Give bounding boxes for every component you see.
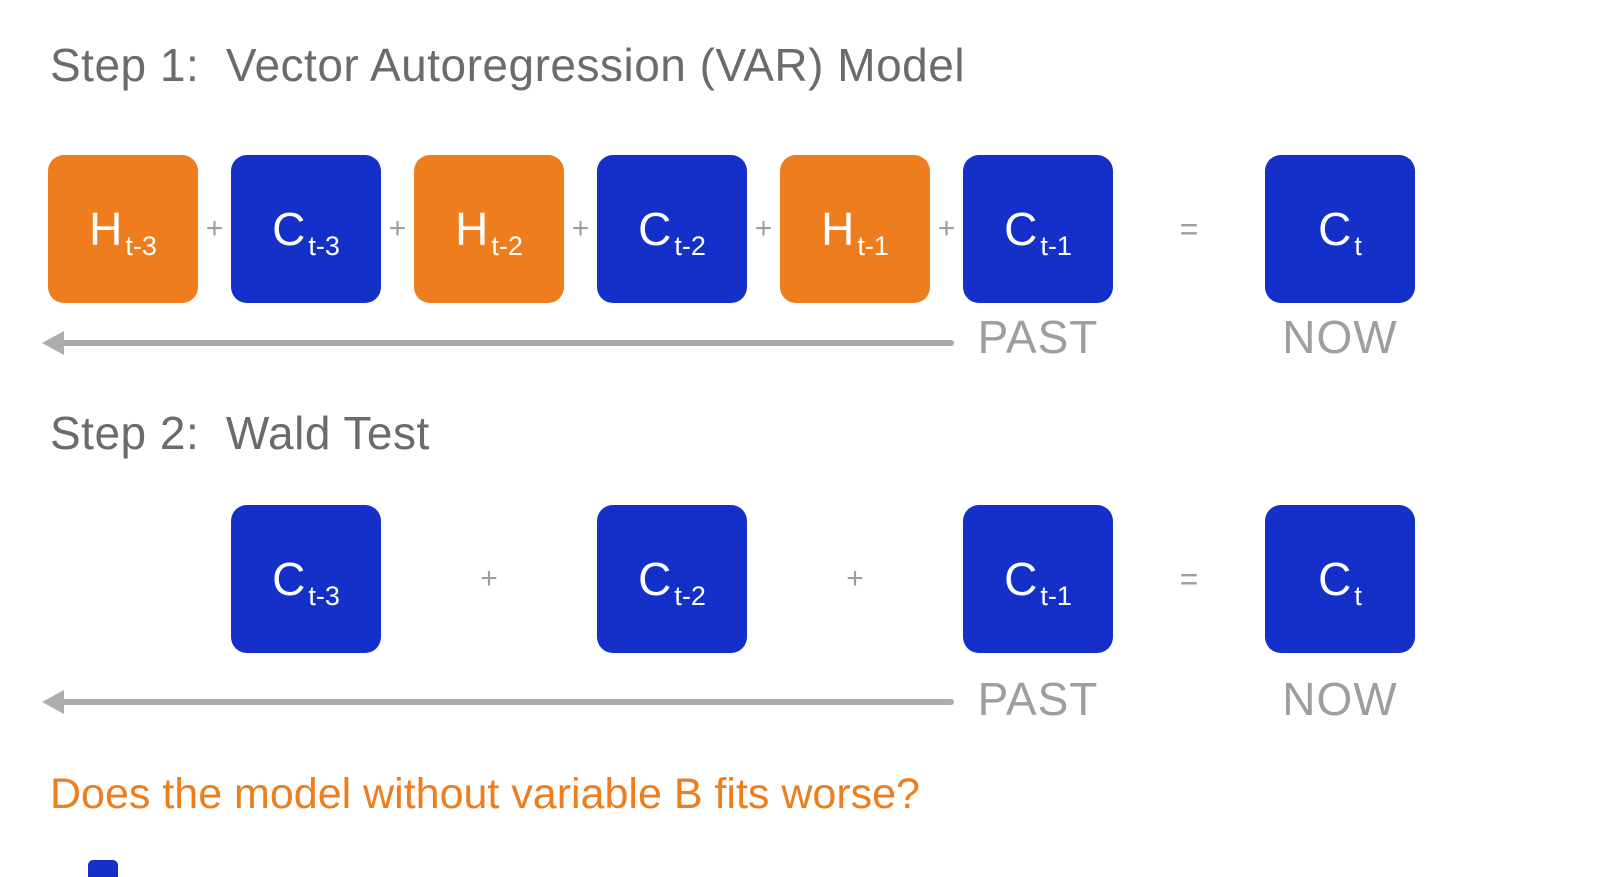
var-box-c-t-result: C t (1265, 155, 1415, 303)
plus-operator: + (480, 562, 498, 595)
var-box-c-t-result: C t (1265, 505, 1415, 653)
plus-operator: + (937, 212, 956, 245)
arrow-shaft (56, 340, 954, 346)
step1-equation-row: H t-3 + C t-3 + H t-2 + C t-2 + H t-1 + … (48, 155, 1415, 303)
step1-title: Step 1: Vector Autoregression (VAR) Mode… (50, 39, 966, 91)
past-label-step1: PAST (977, 311, 1099, 363)
equals-operator: = (1179, 560, 1199, 597)
var-letter: C (1004, 553, 1038, 605)
var-box-h-t-2: H t-2 (414, 155, 564, 303)
past-label-step2: PAST (977, 673, 1099, 725)
var-letter: C (638, 553, 672, 605)
var-box-c-t-3: C t-3 (231, 505, 381, 653)
arrow-shaft (56, 699, 954, 705)
var-letter: H (455, 203, 489, 255)
cutoff-box (88, 860, 118, 877)
arrow-head (42, 331, 64, 355)
var-box-c-t-2: C t-2 (597, 505, 747, 653)
var-letter: H (89, 203, 123, 255)
var-box-h-t-1: H t-1 (780, 155, 930, 303)
arrow-head (42, 690, 64, 714)
plus-operator: + (205, 212, 224, 245)
plus-operator: + (571, 212, 590, 245)
var-letter: C (1318, 203, 1352, 255)
var-box-h-t-3: H t-3 (48, 155, 198, 303)
var-subscript: t-2 (674, 580, 706, 611)
plus-operator: + (754, 212, 773, 245)
var-subscript: t-3 (308, 230, 340, 261)
var-box-c-t-2: C t-2 (597, 155, 747, 303)
time-arrow-left-icon (42, 690, 954, 714)
question-text: Does the model without variable B fits w… (50, 770, 920, 818)
var-letter: C (638, 203, 672, 255)
var-subscript: t (1354, 580, 1362, 611)
var-letter: H (821, 203, 855, 255)
var-subscript: t-1 (1040, 230, 1072, 261)
var-letter: C (272, 203, 306, 255)
step2-title: Step 2: Wald Test (50, 407, 430, 459)
plus-operator: + (388, 212, 407, 245)
var-subscript: t-3 (308, 580, 340, 611)
var-letter: C (1318, 553, 1352, 605)
var-box-c-t-3: C t-3 (231, 155, 381, 303)
var-subscript: t-3 (125, 230, 157, 261)
equals-operator: = (1179, 210, 1199, 247)
var-letter: C (1004, 203, 1038, 255)
var-box-c-t-1: C t-1 (963, 155, 1113, 303)
now-label-step1: NOW (1282, 311, 1398, 363)
var-subscript: t-2 (674, 230, 706, 261)
var-letter: C (272, 553, 306, 605)
plus-operator: + (846, 562, 864, 595)
var-subscript: t (1354, 230, 1362, 261)
var-box-c-t-1: C t-1 (963, 505, 1113, 653)
var-subscript: t-1 (1040, 580, 1072, 611)
step2-equation-row: C t-3 + C t-2 + C t-1 = C t (231, 505, 1415, 653)
var-subscript: t-2 (491, 230, 523, 261)
var-subscript: t-1 (857, 230, 889, 261)
time-arrow-left-icon (42, 331, 954, 355)
now-label-step2: NOW (1282, 673, 1398, 725)
